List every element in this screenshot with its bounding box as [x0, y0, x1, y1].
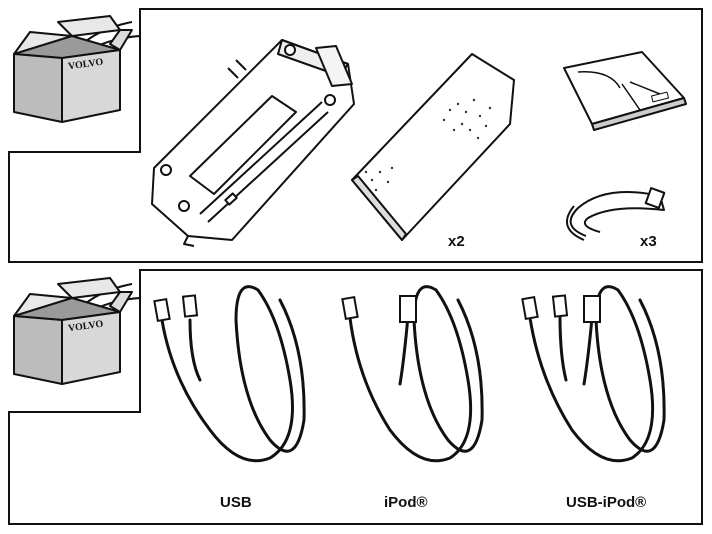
cable-tie-quantity: x3: [640, 233, 657, 250]
mounting-pad: [351, 53, 515, 241]
usb-ipod-cable: [521, 285, 666, 463]
mounting-pad-quantity: x2: [448, 233, 465, 250]
bottom-panel: [8, 269, 703, 525]
ipod-cable-label: iPod®: [384, 494, 428, 511]
instruction-booklet: [563, 51, 687, 131]
usb-ipod-cable-label: USB-iPod®: [566, 494, 647, 511]
top-panel: x2 x3: [8, 8, 703, 263]
ipod-cable: [341, 285, 484, 463]
cable-tie: [565, 187, 666, 241]
usb-cable: [153, 285, 306, 463]
module-unit: [151, 39, 355, 247]
usb-cable-label: USB: [220, 494, 252, 511]
